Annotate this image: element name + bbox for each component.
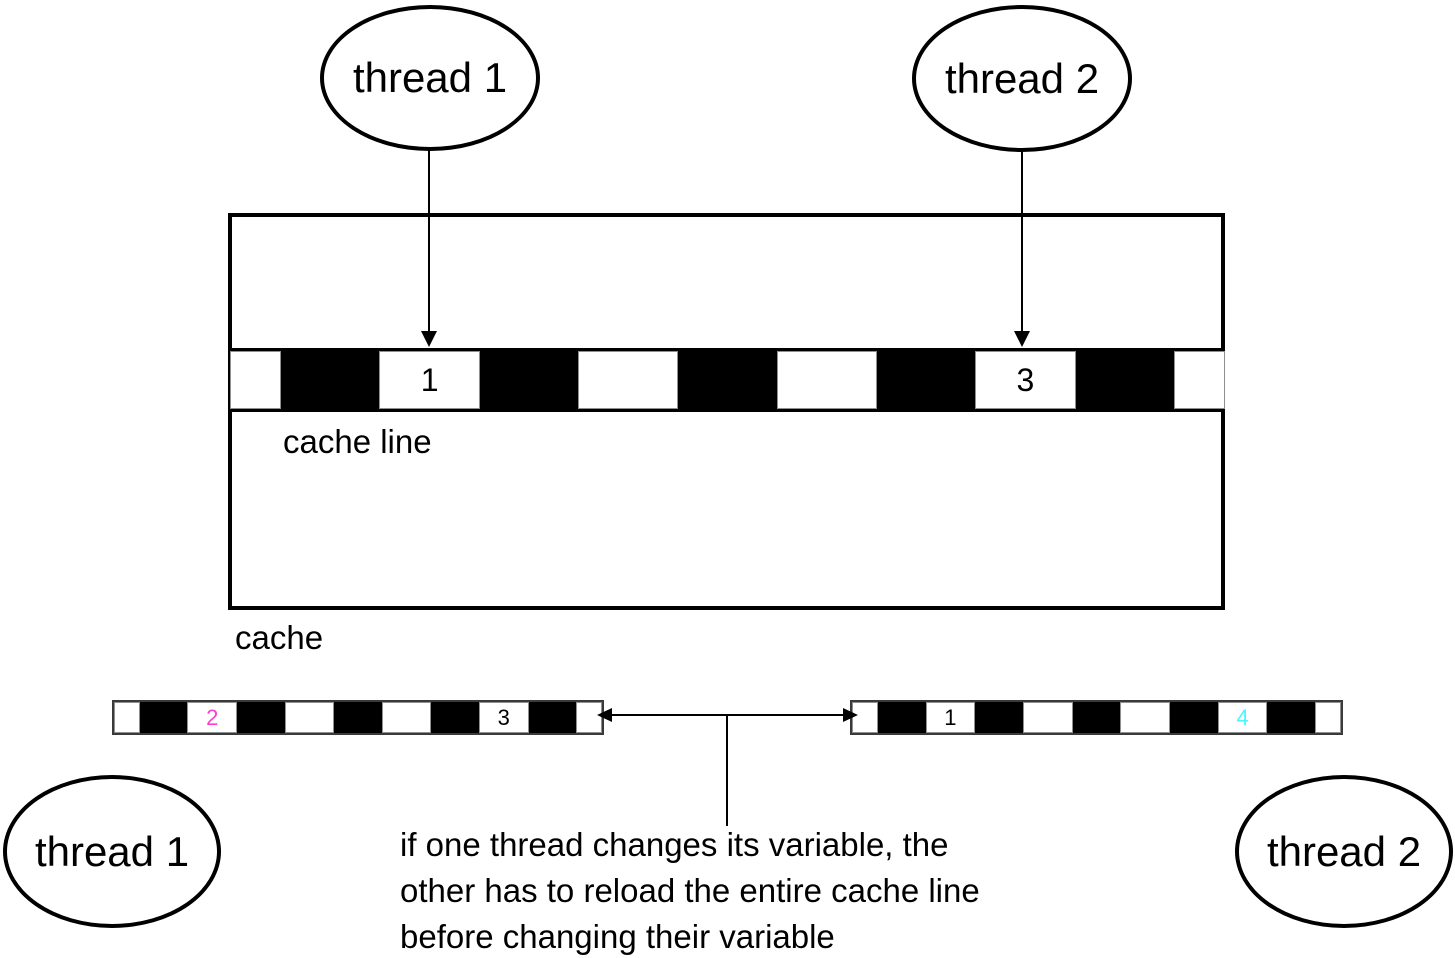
cache-cell	[114, 702, 140, 733]
cache-cell	[1173, 351, 1225, 409]
cache-cell	[1170, 702, 1218, 733]
thread2-top-label: thread 2	[944, 54, 1100, 102]
cache-cell	[139, 702, 188, 733]
cache-label: cache	[235, 619, 324, 656]
cache-cell	[1120, 702, 1171, 733]
cache-cell: 2	[187, 702, 237, 733]
thread2-arrow-head-icon	[1014, 331, 1030, 347]
cache-cell	[230, 351, 282, 409]
cache-cell	[334, 702, 382, 733]
cache-cell: 4	[1217, 702, 1268, 733]
exchange-arrow-right-head-icon	[843, 708, 858, 722]
cache-cell	[776, 351, 877, 409]
cache-cell	[281, 351, 380, 409]
cache-cell: 1	[379, 351, 480, 409]
cache-cell: 1	[925, 702, 976, 733]
cache-cell	[578, 351, 679, 409]
thread1-bottom-ellipse: thread 1	[3, 775, 221, 928]
cache-cell	[1075, 351, 1174, 409]
caption-connector-line	[726, 715, 728, 826]
cache-cell	[975, 702, 1023, 733]
thread1-arrow-line	[428, 150, 430, 333]
thread2-bottom-label: thread 2	[1266, 827, 1422, 875]
thread1-top-label: thread 1	[352, 54, 508, 101]
caption-text: if one thread changes its variable, the …	[400, 826, 980, 955]
cache-cell	[431, 702, 479, 733]
cache-cell: 3	[478, 702, 529, 733]
cache-cell	[876, 351, 976, 409]
cache-cell	[381, 702, 432, 733]
thread1-arrow-head-icon	[421, 331, 437, 347]
cache-cell	[1315, 702, 1342, 733]
thread2-bottom-ellipse: thread 2	[1235, 775, 1453, 928]
exchange-arrow-left-head-icon	[597, 708, 612, 722]
cache-cell	[877, 702, 926, 733]
cache-cell	[284, 702, 335, 733]
cache-line-label: cache line	[283, 423, 432, 460]
exchange-arrow-line	[610, 714, 846, 716]
cache-cell	[1022, 702, 1073, 733]
cache-cell	[1267, 702, 1316, 733]
cache-cell: 3	[975, 351, 1076, 409]
cache-cell	[236, 702, 285, 733]
cache-cell	[1072, 702, 1121, 733]
cache-cell	[678, 351, 777, 409]
thread1-top-ellipse: thread 1	[320, 5, 540, 151]
thread1-bottom-label: thread 1	[34, 827, 190, 875]
thread2-top-ellipse: thread 2	[912, 5, 1132, 152]
cache-cell	[528, 702, 577, 733]
thread2-arrow-line	[1021, 152, 1023, 333]
cache-cell	[479, 351, 579, 409]
